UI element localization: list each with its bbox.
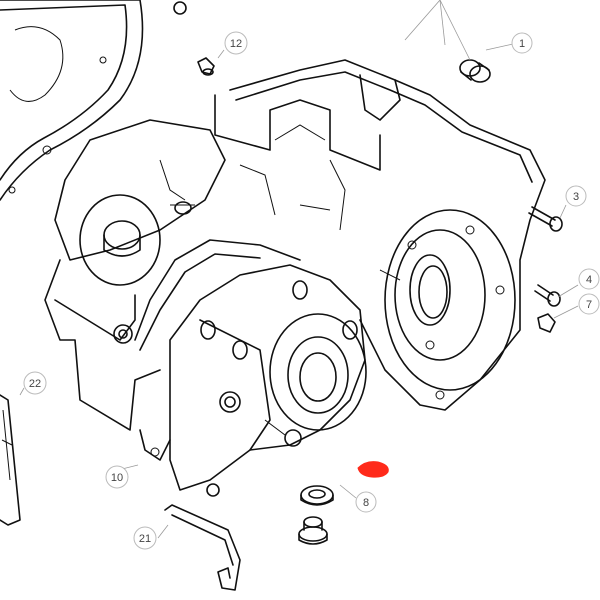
washer-part-8 [300,485,334,506]
callout-8: 8 [355,491,377,513]
bracket-part-21 [164,504,241,591]
callout-3-label: 3 [573,191,579,203]
crankcase-assembly [44,59,546,497]
callout-21: 21 [133,526,157,550]
callout-1-label: 1 [519,38,525,50]
callout-1: 1 [511,32,533,54]
callout-labels: 1 3 4 7 8 10 12 21 [23,31,600,550]
callout-12-label: 12 [230,38,242,50]
callout-3: 3 [565,185,587,207]
callout-22: 22 [23,371,47,395]
drain-plug [298,516,328,545]
side-cover-partial [0,0,144,201]
fitting-part-7 [537,313,556,333]
callout-10-label: 10 [111,472,123,484]
callout-4-label: 4 [586,274,592,286]
callout-7-label: 7 [586,299,592,311]
callout-8-label: 8 [363,497,369,509]
bolt-part-4 [534,284,561,307]
part-22-partial [0,394,21,526]
top-bolt [173,1,187,15]
highlight-mark [357,461,389,478]
leader-lines [19,0,579,539]
bolt-part-3 [528,206,563,232]
bushing-part-1 [459,59,491,83]
callout-4: 4 [578,268,600,290]
callout-12: 12 [224,31,248,55]
fitting-part-12 [197,57,215,76]
callout-22-label: 22 [29,378,41,390]
callout-7: 7 [578,293,600,315]
callout-21-label: 21 [139,533,151,545]
callout-10: 10 [105,465,129,489]
